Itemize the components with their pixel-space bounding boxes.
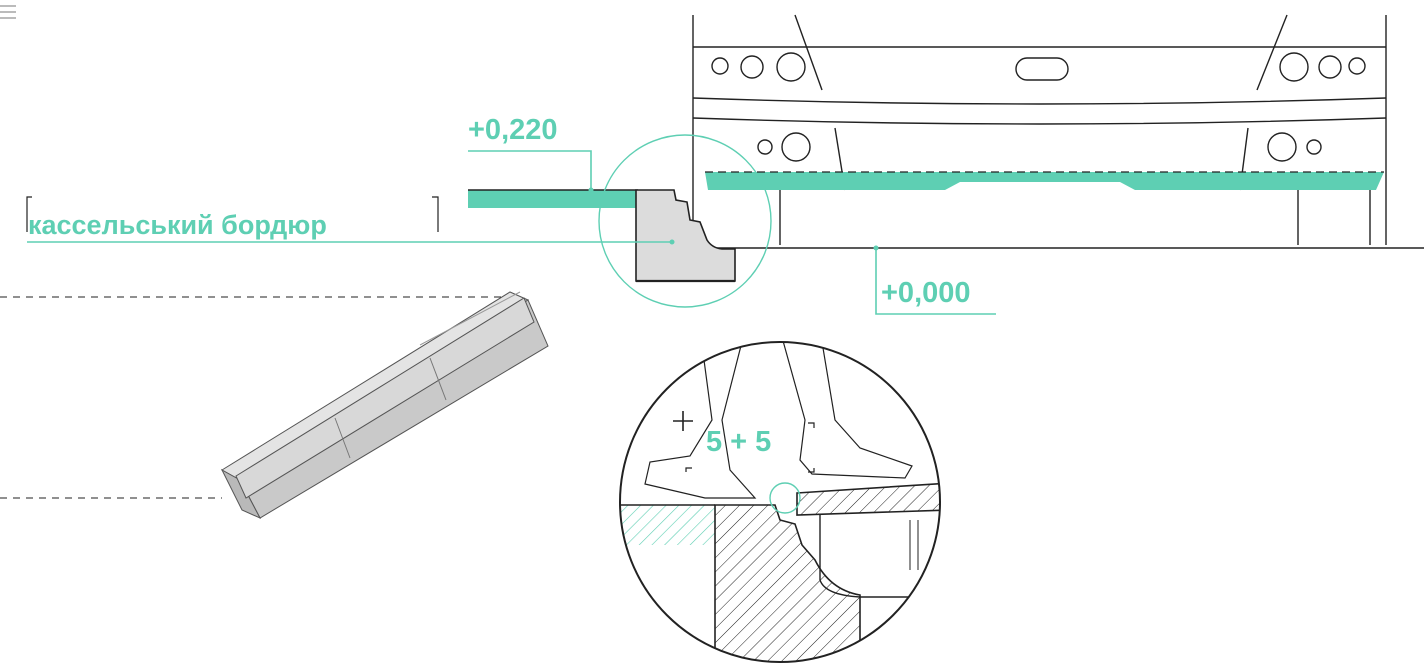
gap-label: 5 + 5	[706, 426, 771, 458]
level-ground-label: +0,000	[881, 277, 971, 309]
crosshair-icon	[673, 411, 693, 431]
detail-callout-circle	[598, 134, 772, 308]
level-top-label: +0,220	[468, 114, 558, 146]
level-marker-ground: +0,000	[873, 245, 996, 315]
level-marker-top: +0,220	[468, 114, 594, 193]
curb-name-callout: кассельський бордюр	[26, 196, 675, 245]
bus-floor-level	[705, 171, 1384, 190]
bus-rear-outline	[692, 14, 1387, 245]
bus-lights	[711, 52, 1366, 162]
curb-section	[635, 189, 736, 282]
curb-name-label: кассельський бордюр	[28, 210, 327, 240]
platform-slab	[468, 190, 638, 208]
curb-isometric	[220, 291, 549, 520]
menu-icon[interactable]	[0, 5, 16, 19]
detail-view: 5 + 5	[619, 341, 941, 663]
